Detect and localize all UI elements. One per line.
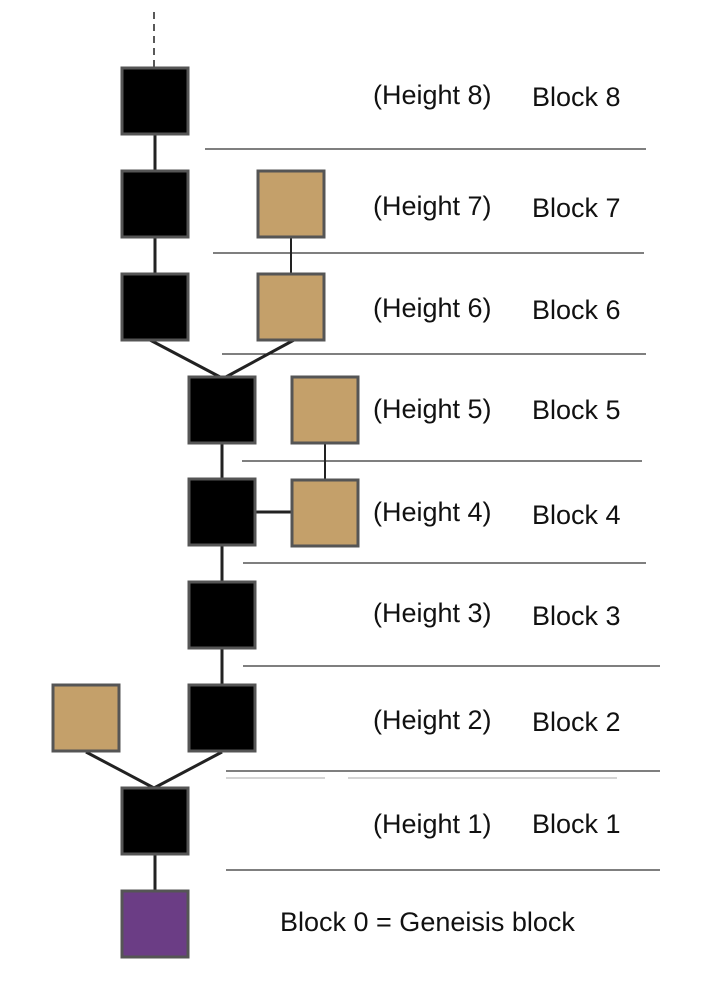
link-orphan2-b1 (85, 750, 155, 790)
block-7 (120, 169, 190, 239)
row-dividers (205, 148, 660, 871)
link-b2-b1 (153, 750, 223, 790)
block-label-3: Block 3 (532, 601, 621, 631)
block-4 (187, 477, 257, 547)
orphan-block-2 (51, 683, 121, 753)
orphan-block-6 (256, 272, 326, 342)
height-label-2: (Height 2) (373, 705, 492, 735)
orphan-block-4 (290, 478, 360, 548)
block-1 (120, 786, 190, 856)
block-6 (120, 272, 190, 342)
height-label-8: (Height 8) (373, 80, 492, 110)
block-label-1: Block 1 (532, 809, 621, 839)
link-orphan6-b5 (223, 338, 295, 380)
block-8 (120, 66, 190, 136)
genesis-block (120, 889, 190, 959)
height-label-4: (Height 4) (373, 497, 492, 527)
block-5 (187, 375, 257, 445)
height-label-3: (Height 3) (373, 598, 492, 628)
height-label-5: (Height 5) (373, 394, 492, 424)
orphan-block-5 (290, 375, 360, 445)
block-label-6: Block 6 (532, 295, 621, 325)
height-label-6: (Height 6) (373, 293, 492, 323)
block-label-7: Block 7 (532, 193, 621, 223)
row-labels: (Height 8) Block 8 (Height 7) Block 7 (H… (280, 80, 621, 937)
block-label-4: Block 4 (532, 500, 621, 530)
block-label-5: Block 5 (532, 395, 621, 425)
orphan-block-7 (256, 169, 326, 239)
link-b6-b5 (149, 338, 223, 380)
height-label-1: (Height 1) (373, 809, 492, 839)
block-label-2: Block 2 (532, 707, 621, 737)
chain-links (85, 12, 326, 891)
orphan-blocks (51, 169, 360, 753)
height-label-7: (Height 7) (373, 191, 492, 221)
block-2 (187, 683, 257, 753)
genesis-label: Block 0 = Geneisis block (280, 907, 575, 937)
block-label-8: Block 8 (532, 82, 621, 112)
main-chain-blocks (120, 66, 257, 856)
block-3 (187, 580, 257, 650)
